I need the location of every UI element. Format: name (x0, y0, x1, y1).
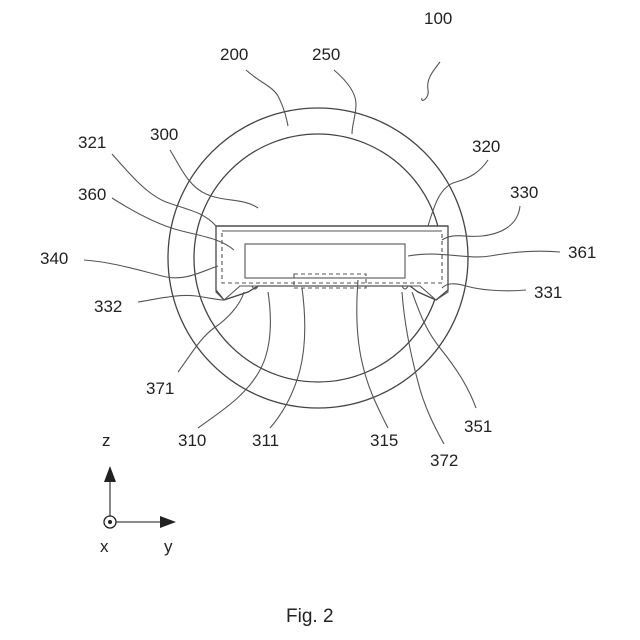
figure-caption: Fig. 2 (286, 606, 334, 627)
x-axis-dot (108, 520, 112, 524)
mount-body (216, 226, 448, 300)
z-axis-label: z (102, 431, 111, 450)
label-330: 330 (510, 183, 538, 202)
leader-351 (412, 292, 476, 408)
label-371: 371 (146, 379, 174, 398)
leader-332 (138, 295, 224, 302)
label-311: 311 (252, 431, 279, 450)
label-351: 351 (464, 417, 492, 436)
label-361: 361 (568, 243, 596, 262)
leader-340 (84, 260, 218, 278)
leader-331 (442, 284, 526, 291)
leader-372 (402, 292, 444, 444)
x-axis-label: x (100, 537, 109, 556)
y-axis-label: y (164, 537, 173, 556)
label-332: 332 (94, 297, 122, 316)
leader-250 (334, 70, 356, 134)
z-axis-arrowhead (104, 466, 116, 482)
leader-320 (428, 160, 488, 226)
label-300: 300 (150, 125, 178, 144)
label-320: 320 (472, 137, 500, 156)
label-321: 321 (78, 133, 106, 152)
label-200: 200 (220, 45, 248, 64)
label-372: 372 (430, 451, 458, 470)
leader-100 (422, 62, 440, 100)
label-340: 340 (40, 249, 68, 268)
label-310: 310 (178, 431, 206, 450)
label-250: 250 (312, 45, 340, 64)
leader-330 (442, 206, 520, 240)
leader-315 (357, 280, 388, 428)
label-100: 100 (424, 9, 452, 28)
label-360: 360 (78, 185, 106, 204)
y-axis-arrowhead (160, 516, 176, 528)
label-315: 315 (370, 431, 398, 450)
coordinate-axes: z y x (100, 431, 176, 556)
label-331: 331 (534, 283, 562, 302)
